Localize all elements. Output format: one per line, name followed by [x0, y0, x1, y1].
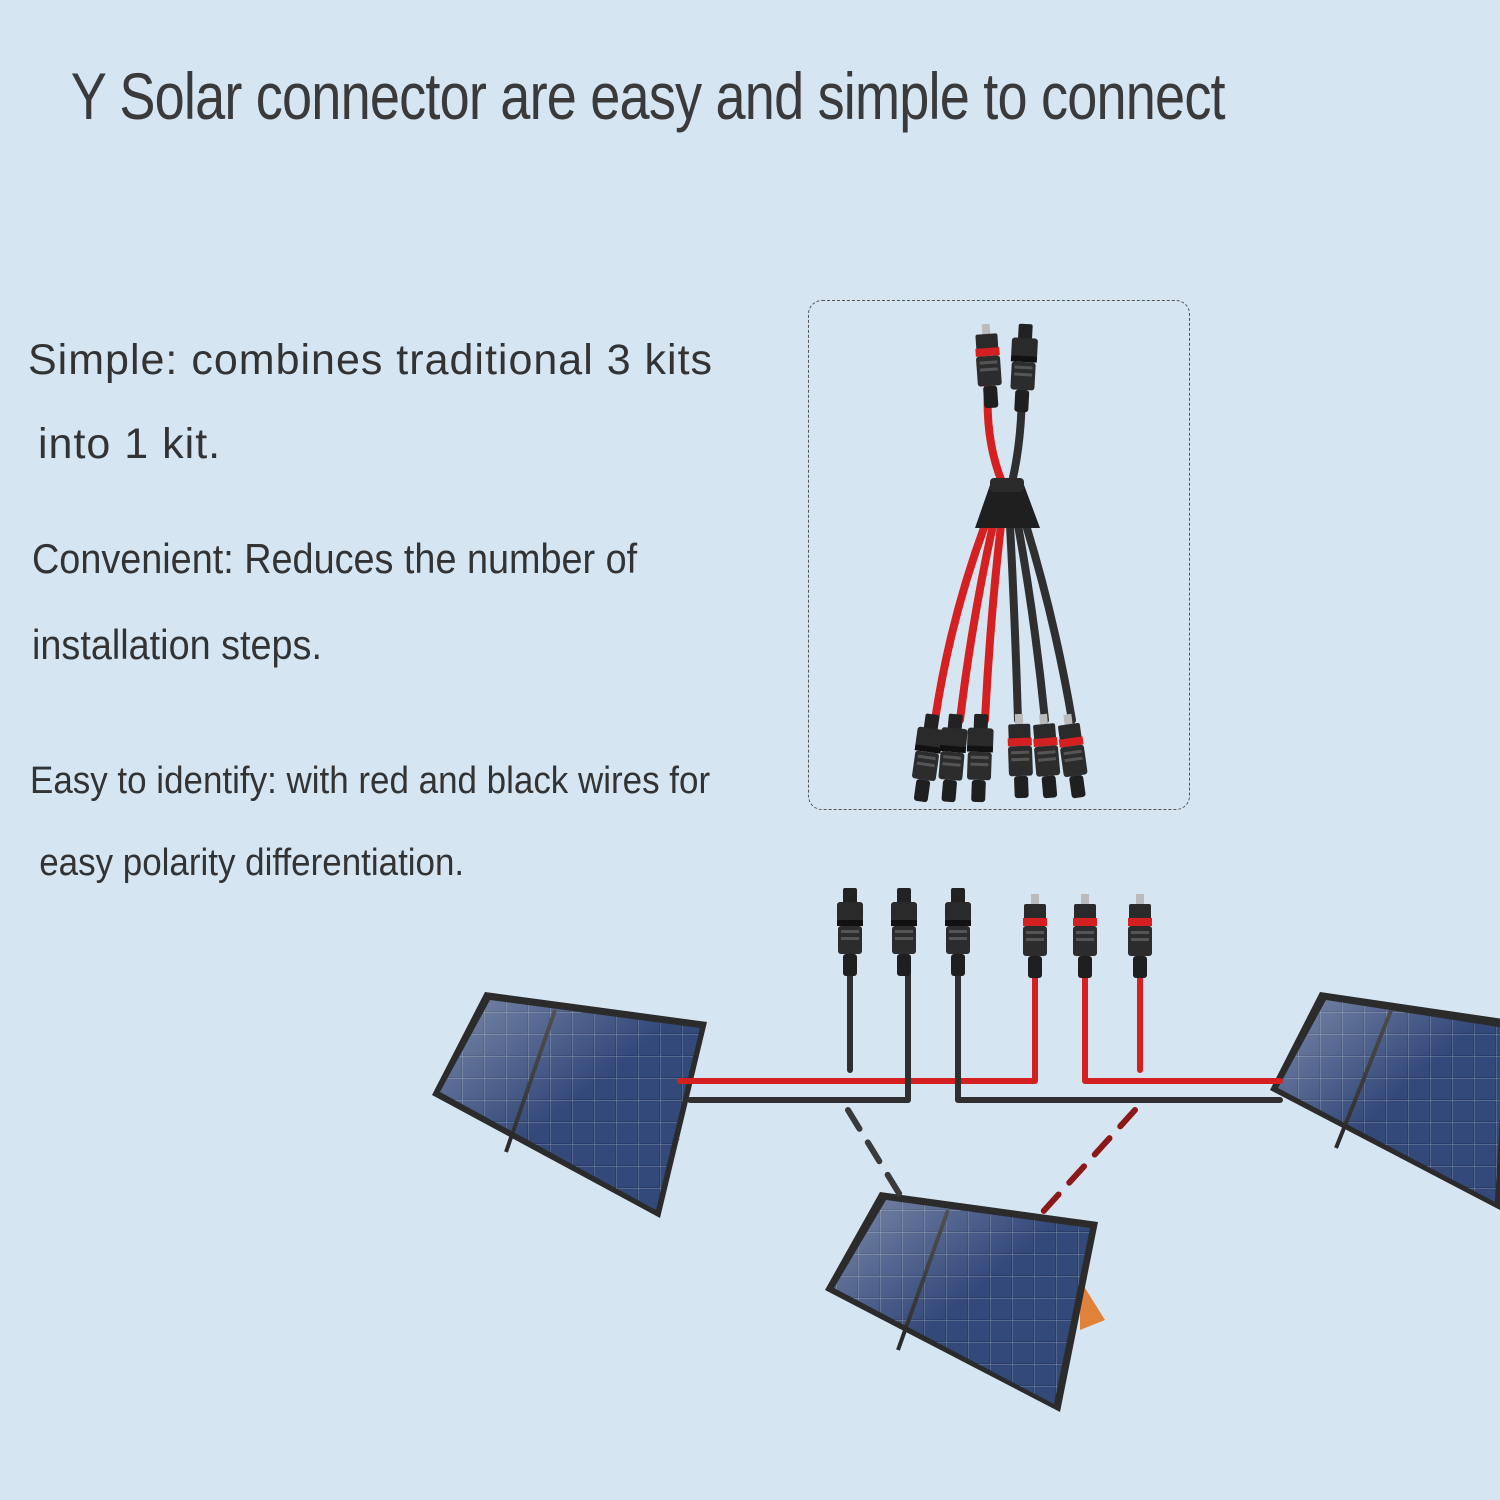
feature-identify-line2: easy polarity differentiation. [39, 842, 465, 884]
feature-simple-line1: Simple: combines traditional 3 kits [28, 336, 714, 384]
solar-panel-right [1270, 992, 1500, 1210]
feature-simple-line2: into 1 kit. [38, 420, 222, 468]
feature-simple: Simple: combines traditional 3 kits into… [28, 318, 713, 486]
solar-panel-bottom [825, 1192, 1105, 1412]
feature-convenient-line2: installation steps. [32, 621, 322, 668]
product-photo-frame [808, 300, 1190, 810]
feature-identify: Easy to identify: with red and black wir… [30, 740, 710, 904]
page-title: Y Solar connector are easy and simple to… [70, 59, 1226, 133]
feature-convenient-line1: Convenient: Reduces the number of [32, 535, 638, 582]
solar-panel-left [432, 992, 707, 1218]
wiring-diagram [677, 972, 1283, 1218]
feature-convenient: Convenient: Reduces the number of instal… [32, 516, 637, 688]
mc4-connector-icon [837, 888, 1152, 978]
y-branch-connector-icon [907, 323, 1091, 804]
feature-identify-line1: Easy to identify: with red and black wir… [30, 760, 711, 802]
